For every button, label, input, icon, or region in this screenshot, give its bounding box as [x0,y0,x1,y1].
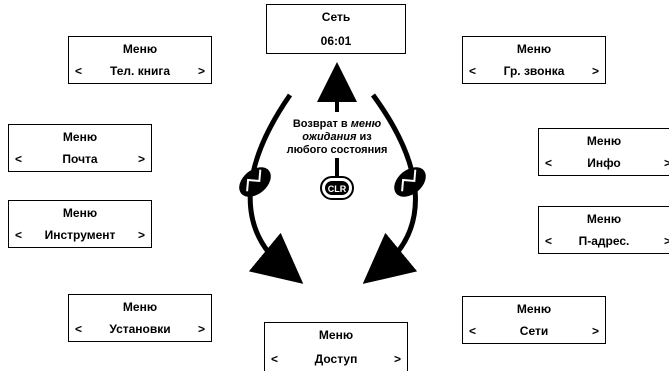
menu-box-access: Меню < Доступ > [264,322,408,371]
menu-title: Меню [62,130,98,144]
scroll-left-arrow: < [75,64,83,78]
scroll-right-arrow: > [197,64,205,78]
menu-title: Меню [62,206,98,220]
menu-title: Меню [586,134,622,148]
scroll-left-arrow: < [545,234,553,248]
scroll-right-arrow: > [393,352,401,366]
menu-box-paddress: Меню < П-адрес. > [538,206,669,254]
menu-label: Доступ [314,352,358,366]
note-line2-suffix: из [356,131,372,143]
menu-title: Меню [516,302,552,316]
right-curved-arrow [362,93,418,284]
menu-label: Инфо [587,156,621,170]
right-scroll-knob-icon [394,167,426,197]
clr-key-label: CLR [328,184,347,194]
scroll-left-arrow: < [545,156,553,170]
clr-key-icon [320,176,354,200]
status-network-label: Сеть [321,10,351,24]
menu-title: Меню [516,42,552,56]
menu-label: Гр. звонка [503,64,565,78]
menu-label: П-адрес. [578,234,630,248]
menu-box-settings: Меню < Установки > [68,294,212,342]
menu-title: Меню [586,212,622,226]
menu-box-ringtones: Меню < Гр. звонка > [462,36,606,84]
menu-box-networks: Меню < Сети > [462,296,606,344]
menu-label: Почта [62,152,98,166]
menu-label: Установки [109,322,171,336]
menu-box-info: Меню < Инфо > [538,128,669,176]
menu-title: Меню [122,42,158,56]
menu-title: Меню [318,328,354,342]
scroll-right-arrow: > [591,64,599,78]
scroll-left-arrow: < [75,322,83,336]
status-time-label: 06:01 [320,34,352,48]
scroll-left-arrow: < [271,352,279,366]
menu-box-phonebook: Меню < Тел. книга > [68,36,212,84]
scroll-right-arrow: > [591,324,599,338]
note-line1-prefix: Возврат в [292,118,351,130]
note-line3: любого состояния [286,144,388,156]
scroll-right-arrow: > [197,322,205,336]
return-to-idle-note: Возврат в меню ожидания из любого состоя… [272,118,402,157]
menu-title: Меню [122,300,158,314]
note-line1-italic: меню [350,118,382,130]
menu-label: Инструмент [44,228,116,242]
status-display-box: Сеть 06:01 [266,4,406,54]
scroll-right-arrow: > [137,152,145,166]
scroll-left-arrow: < [469,324,477,338]
scroll-right-arrow: > [663,156,669,170]
scroll-left-arrow: < [469,64,477,78]
note-line2-italic: ожидания [302,131,357,143]
left-scroll-knob-icon [239,167,271,197]
menu-label: Сети [519,324,549,338]
scroll-left-arrow: < [15,152,23,166]
scroll-right-arrow: > [137,228,145,242]
menu-label: Тел. книга [110,64,170,78]
menu-box-mail: Меню < Почта > [8,124,152,172]
menu-box-tools: Меню < Инструмент > [8,200,152,248]
scroll-right-arrow: > [663,234,669,248]
scroll-left-arrow: < [15,228,23,242]
